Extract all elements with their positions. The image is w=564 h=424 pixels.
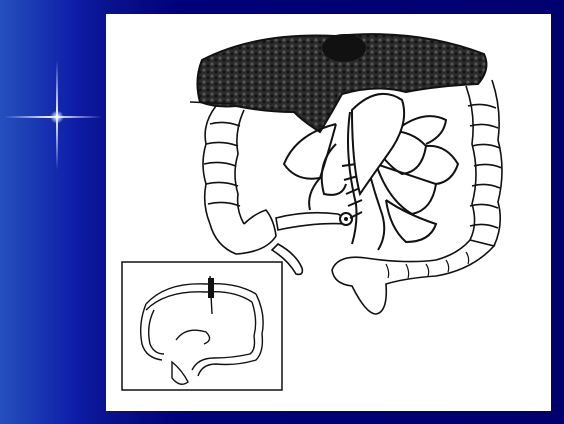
slide-left-glow: [0, 0, 110, 424]
ascending-colon: [203, 106, 276, 254]
inset-figure: [122, 262, 282, 390]
sparkle-icon: [50, 111, 64, 123]
sigmoid-rectum: [332, 240, 494, 314]
shaded-dark-knot: [322, 34, 366, 62]
inset-marker: [208, 278, 214, 298]
colon-illustration: [106, 14, 551, 411]
descending-colon: [466, 80, 502, 246]
terminal-ileum: [276, 213, 346, 230]
mesentery-loop: [352, 94, 404, 194]
figure-panel: [106, 14, 551, 411]
ileum-lumen-center: [344, 217, 348, 221]
inset-border: [122, 262, 282, 390]
